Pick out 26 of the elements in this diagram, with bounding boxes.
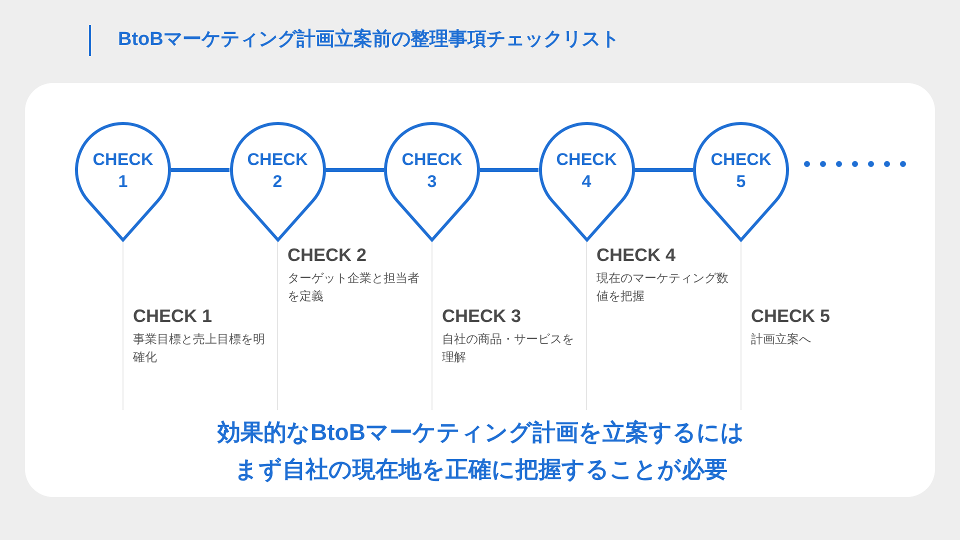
map-pin [384, 122, 480, 242]
connector-line [171, 168, 230, 172]
pin-label: CHECK 5 [710, 149, 772, 193]
connector-line [480, 168, 538, 172]
check-description: 現在のマーケティング数値を把握 [596, 270, 730, 305]
page-title: BtoBマーケティング計画立案前の整理事項チェックリスト [118, 27, 620, 52]
map-pin [538, 122, 634, 242]
map-pin [75, 122, 171, 242]
pin-label: CHECK 3 [402, 149, 462, 193]
summary-text: 効果的なBtoBマーケティング計画を立案するにはまず自社の現在地を正確に把握することが必要 [216, 418, 746, 484]
pin-label: CHECK 4 [556, 149, 617, 193]
map-pin [230, 122, 326, 242]
pin-label: CHECK 1 [92, 149, 154, 193]
check-description: 自社の商品・サービスを理解 [442, 331, 575, 366]
check-heading: CHECK 5 [751, 305, 830, 328]
pin-label: CHECK 2 [247, 149, 308, 193]
check-heading: CHECK 3 [442, 305, 522, 328]
check-heading: CHECK 2 [288, 244, 367, 267]
connector-line [634, 168, 693, 172]
check-description: 計画立案へ [751, 331, 812, 348]
check-description: 事業目標と売上目標を明確化 [133, 331, 266, 366]
check-heading: CHECK 4 [596, 244, 676, 267]
check-heading: CHECK 1 [133, 305, 212, 328]
map-pin [693, 122, 789, 242]
check-description: ターゲット企業と担当者を定義 [288, 270, 420, 305]
connector-line [326, 168, 384, 172]
